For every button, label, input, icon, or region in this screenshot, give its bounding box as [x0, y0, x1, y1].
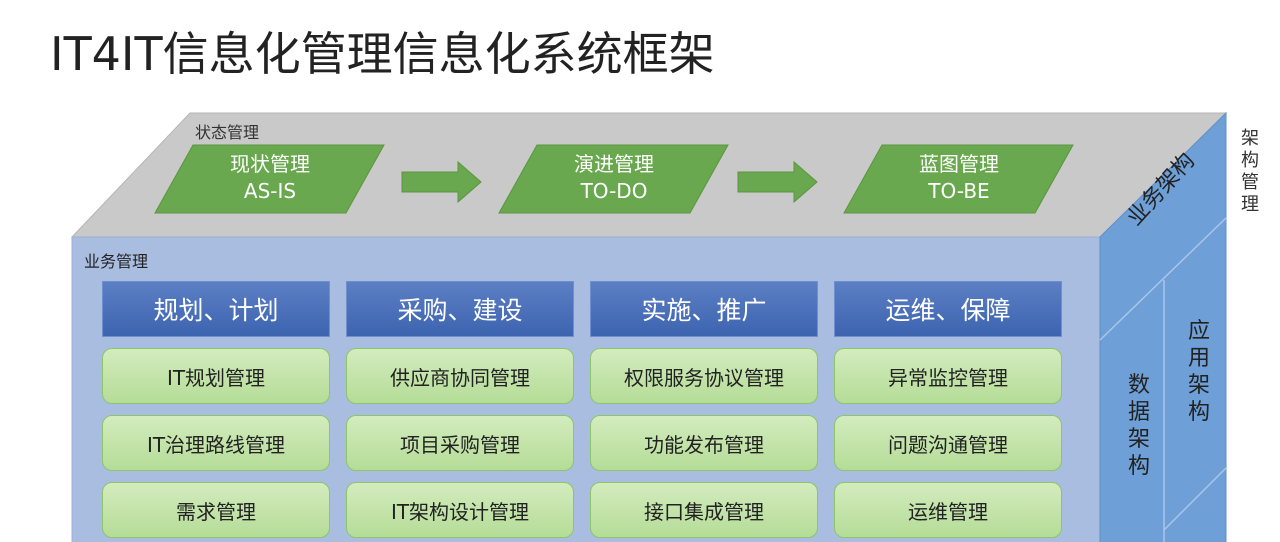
stage-to-do: 演进管理 TO-DO: [534, 151, 694, 205]
module-cell: 需求管理: [102, 482, 330, 538]
module-cell: 运维管理: [834, 482, 1062, 538]
arrow-right-icon: [737, 160, 818, 204]
module-cell: 异常监控管理: [834, 348, 1062, 404]
stage-shape: [498, 144, 729, 214]
right-face-divider: [1163, 467, 1227, 531]
right-face-divider: [1099, 217, 1227, 341]
right-face: [1099, 111, 1227, 542]
module-cell: IT规划管理: [102, 348, 330, 404]
page-title: IT4IT信息化管理信息化系统框架: [50, 27, 715, 81]
stage-shape: [154, 144, 385, 214]
module-cell: 功能发布管理: [590, 415, 818, 471]
module-cell: IT架构设计管理: [346, 482, 574, 538]
application-architecture-label: 应用架构: [1187, 319, 1210, 425]
stage-name: 蓝图管理: [919, 152, 999, 176]
stage-code: TO-BE: [928, 179, 990, 203]
stage-code: AS-IS: [243, 179, 297, 203]
architecture-management-label: 架构管理: [1241, 128, 1259, 215]
state-management-label: 状态管理: [195, 123, 260, 142]
stage-code: TO-DO: [580, 179, 648, 203]
module-cell: 项目采购管理: [346, 415, 574, 471]
stage-to-be: 蓝图管理 TO-BE: [879, 151, 1039, 205]
stage-name: 演进管理: [574, 152, 654, 176]
stage-name: 现状管理: [230, 152, 310, 176]
business-management-label: 业务管理: [84, 252, 149, 271]
column-header-planning: 规划、计划: [102, 281, 330, 337]
module-cell: IT治理路线管理: [102, 415, 330, 471]
stage-shape: [843, 144, 1074, 214]
module-cell: 权限服务协议管理: [590, 348, 818, 404]
column-header-implementation: 实施、推广: [590, 281, 818, 337]
arrow-right-icon: [401, 160, 482, 204]
column-header-operations: 运维、保障: [834, 281, 1062, 337]
module-cell: 问题沟通管理: [834, 415, 1062, 471]
module-cell: 接口集成管理: [590, 482, 818, 538]
data-architecture-label: 数据架构: [1127, 373, 1150, 479]
column-header-procurement: 采购、建设: [346, 281, 574, 337]
stage-as-is: 现状管理 AS-IS: [190, 151, 350, 205]
module-cell: 供应商协同管理: [346, 348, 574, 404]
